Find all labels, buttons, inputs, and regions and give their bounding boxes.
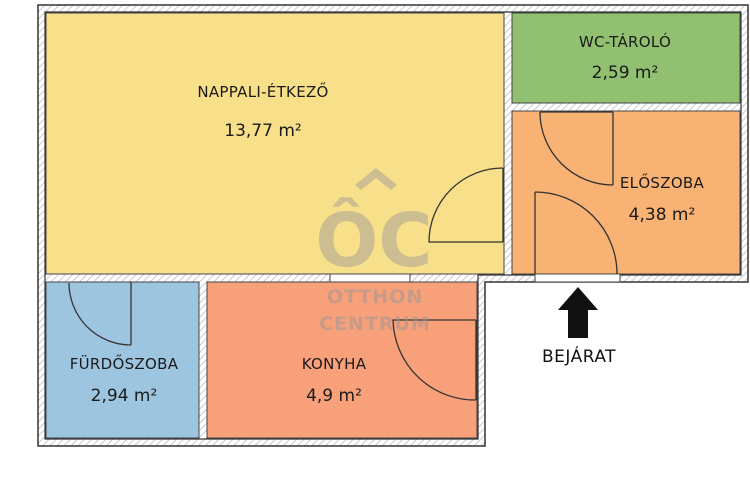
door-bathroom [68, 282, 132, 346]
hall-name: ELŐSZOBA [620, 172, 705, 192]
entrance-label: BEJÁRAT [542, 345, 616, 367]
living-area: 13,77 m² [224, 121, 301, 141]
watermark-logo-icon [355, 168, 397, 190]
arrow-up-icon [558, 287, 598, 338]
watermark-line2: CENTRUM [319, 313, 431, 335]
room-bathroom [45, 281, 200, 439]
room-wc [511, 12, 741, 104]
doors [68, 111, 618, 401]
entrance-marker: BEJÁRAT [542, 287, 616, 367]
living-name: NAPPALI-ÉTKEZŐ [197, 81, 328, 101]
door-kitchen [392, 319, 477, 401]
bathroom-area: 2,94 m² [91, 386, 158, 406]
wall-openings [329, 273, 621, 283]
kitchen-area: 4,9 m² [306, 386, 362, 406]
hall-area: 4,38 m² [629, 205, 696, 225]
watermark-logo: ÔC [315, 196, 432, 284]
kitchen-name: KONYHA [302, 355, 367, 373]
wc-name: WC-TÁROLÓ [579, 32, 671, 51]
room-living [45, 12, 505, 275]
room-hall [511, 110, 741, 275]
room-labels: NAPPALI-ÉTKEZŐ 13,77 m² WC-TÁROLÓ 2,59 m… [70, 32, 705, 406]
opening-living-kitchen [329, 273, 411, 283]
rooms [45, 12, 741, 439]
watermark: ÔC OTTHON CENTRUM [315, 168, 433, 335]
watermark-line1: OTTHON [327, 286, 423, 308]
room-kitchen [206, 281, 478, 439]
bathroom-name: FÜRDŐSZOBA [70, 353, 179, 373]
opening-hall-entrance [534, 273, 621, 283]
wc-area: 2,59 m² [592, 63, 659, 83]
door-living-hall [428, 167, 504, 243]
door-wc [539, 111, 614, 186]
door-entrance [534, 191, 618, 275]
